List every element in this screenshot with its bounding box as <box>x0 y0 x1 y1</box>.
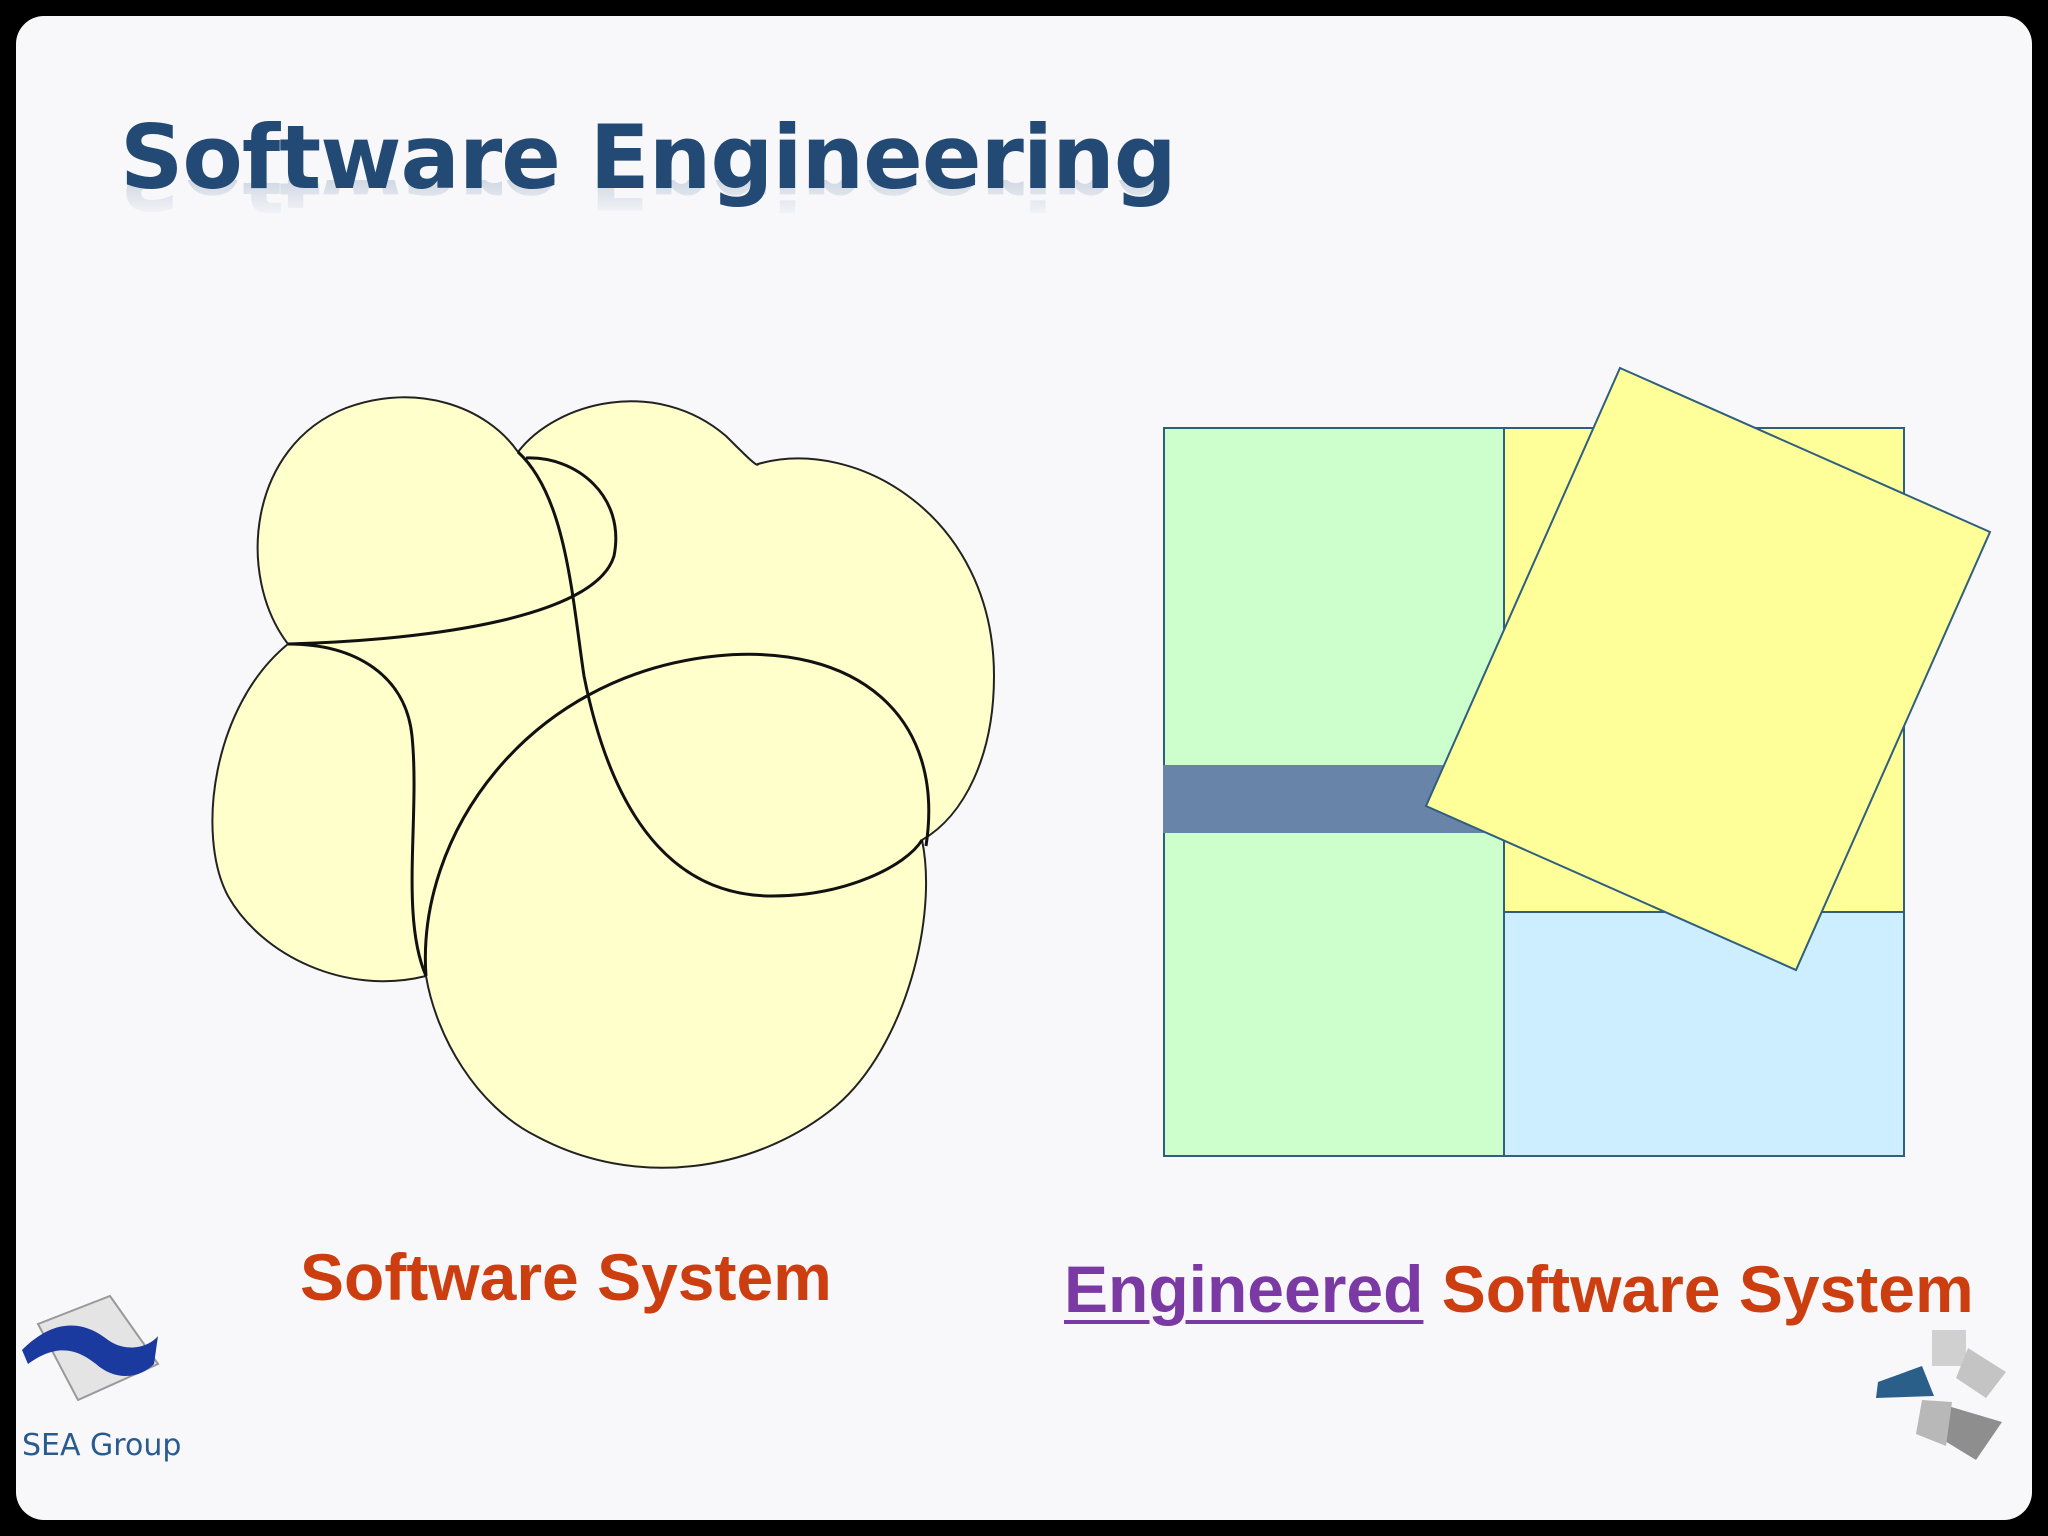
blob-outline <box>211 396 996 1169</box>
caption-software-system: Software System <box>300 1240 832 1314</box>
curve-big-circle <box>423 652 931 977</box>
curve-central-s <box>516 450 924 898</box>
blob-internal-curves <box>287 450 931 977</box>
caption-engineered-system: Engineered Software System <box>1064 1256 1974 1322</box>
pinwheel-logo-icon <box>1876 1330 2006 1460</box>
sea-group-label: SEA Group <box>22 1428 182 1463</box>
module-green-top <box>1163 427 1505 767</box>
engineered-system <box>1163 366 1992 1157</box>
software-system-blob <box>211 396 996 1169</box>
caption-rest: Software System <box>1423 1252 1974 1326</box>
title-area: Software Engineering Software Engineerin… <box>120 106 1177 221</box>
sea-group-logo-icon <box>22 1294 160 1402</box>
module-green-bottom <box>1163 831 1505 1157</box>
slide: Software Engineering Software Engineerin… <box>16 16 2032 1520</box>
curve-upper-loop <box>287 456 618 646</box>
module-blue <box>1503 911 1905 1157</box>
diagram <box>211 366 1992 1169</box>
page-title: Software Engineering <box>120 106 1177 209</box>
curve-left-lobe <box>287 642 428 977</box>
module-tilted <box>1424 366 1992 972</box>
caption-emphasis-engineered: Engineered <box>1064 1252 1424 1326</box>
